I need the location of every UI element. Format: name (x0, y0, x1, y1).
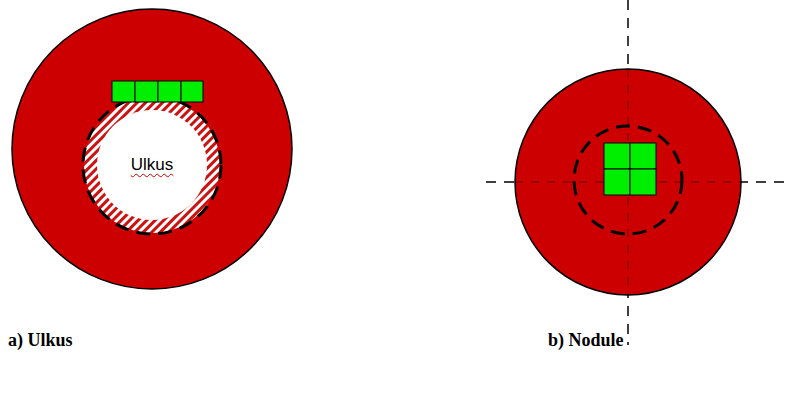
ulcer-center: Ulkus (97, 110, 207, 220)
biopsy-squares (604, 143, 656, 195)
nodule-area (515, 69, 741, 295)
figure-caption: b) Nodule (548, 330, 624, 351)
dashed-boundary (83, 96, 221, 234)
ulcer-rim (84, 97, 220, 233)
biopsy-squares (112, 81, 203, 102)
node-label: Ulkus (131, 155, 174, 175)
dashed-boundary (574, 126, 682, 234)
lesion-area (12, 9, 292, 289)
figure-caption: a) Ulkus (8, 330, 73, 351)
